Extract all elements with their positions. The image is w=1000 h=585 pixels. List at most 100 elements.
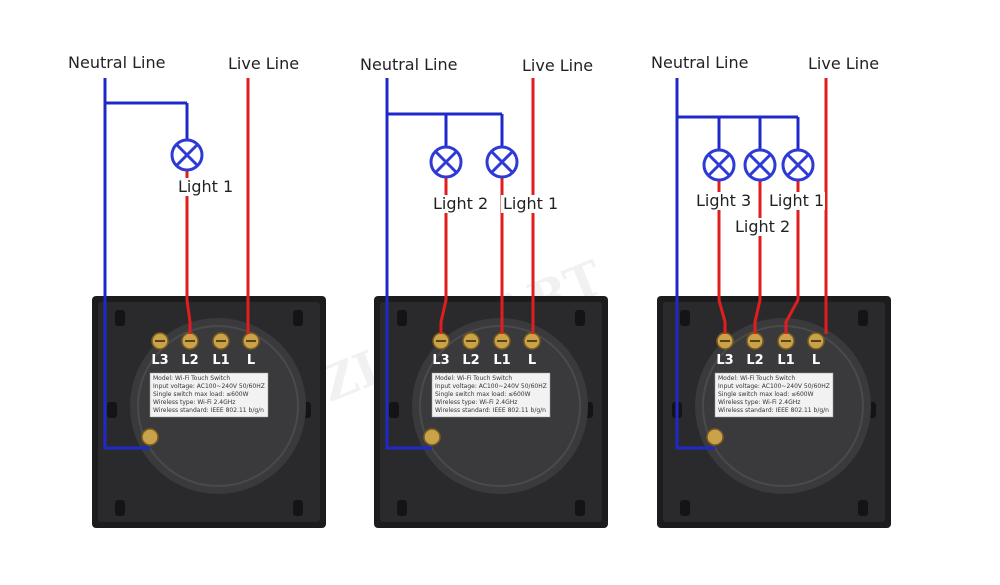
neutral-terminal-screw	[706, 428, 724, 446]
lamp-cross-b	[707, 153, 731, 177]
spec-line: Model: Wi-Fi Touch Switch	[435, 375, 512, 382]
spec-line: Wireless type: Wi-Fi 2.4GHz	[718, 399, 800, 406]
light-label-bg	[733, 218, 791, 236]
mount-slot	[293, 310, 303, 326]
live-line-label: Live Line	[808, 54, 879, 73]
terminal-label: L2	[746, 353, 763, 368]
terminal-label: L3	[151, 353, 168, 368]
neutral-wire	[675, 78, 715, 450]
spec-line: Wireless standard: IEEE 802.11 b/g/n	[153, 407, 264, 414]
spec-line: Input voltage: AC100~240V 50/60HZ	[435, 383, 547, 390]
lamp-icon	[743, 148, 777, 182]
mount-slot	[293, 500, 303, 516]
neutral-terminal-screw	[141, 428, 159, 446]
lamp-icon	[170, 138, 204, 172]
light-label: Light 1	[769, 191, 824, 210]
mount-slot	[397, 500, 407, 516]
mount-slot	[115, 500, 125, 516]
light-label-bg	[176, 178, 234, 196]
spec-line: Model: Wi-Fi Touch Switch	[153, 375, 230, 382]
lamp-cross-b	[175, 143, 199, 167]
load-wire	[753, 180, 762, 334]
mount-slot	[397, 310, 407, 326]
neutral-line-label: Neutral Line	[68, 53, 165, 72]
neutral-line-label: Neutral Line	[651, 53, 748, 72]
light-label: Light 2	[433, 194, 488, 213]
terminal-label: L2	[462, 353, 479, 368]
lamp-icon	[429, 145, 463, 179]
wiring	[103, 78, 250, 450]
spec-line: Single switch max load: ≤600W	[718, 391, 814, 398]
load-wire	[784, 180, 800, 334]
live-line-label: Live Line	[522, 56, 593, 75]
neutral-wire	[385, 78, 432, 450]
mount-slot	[389, 402, 399, 418]
terminal-label: L3	[716, 353, 733, 368]
light-label-bg	[767, 192, 825, 210]
lamp-cross-b	[786, 153, 810, 177]
terminal-label: L	[812, 353, 820, 368]
spec-line: Wireless standard: IEEE 802.11 b/g/n	[435, 407, 546, 414]
terminal-label: L1	[212, 353, 229, 368]
module-ring	[702, 325, 864, 487]
mount-slot	[680, 500, 690, 516]
light-label: Light 1	[503, 194, 558, 213]
mount-slot	[858, 500, 868, 516]
neutral-wire	[103, 78, 150, 450]
spec-line: Input voltage: AC100~240V 50/60HZ	[718, 383, 830, 390]
mount-slot	[115, 310, 125, 326]
live-line-label: Live Line	[228, 54, 299, 73]
mount-slot	[107, 402, 117, 418]
lamp-cross-b	[748, 153, 772, 177]
spec-label-bg	[714, 372, 834, 418]
light-label: Light 1	[178, 177, 233, 196]
terminal-label: L	[528, 353, 536, 368]
lamp-icon	[702, 148, 736, 182]
spec-line: Wireless type: Wi-Fi 2.4GHz	[435, 399, 517, 406]
load-wire	[185, 170, 192, 334]
spec-line: Single switch max load: ≤600W	[153, 391, 249, 398]
terminal-label: L	[247, 353, 255, 368]
mount-slot	[858, 310, 868, 326]
light-label: Light 3	[696, 191, 751, 210]
spec-line: Single switch max load: ≤600W	[435, 391, 531, 398]
terminal-label: L3	[432, 353, 449, 368]
light-label: Light 2	[735, 217, 790, 236]
neutral-terminal-screw	[423, 428, 441, 446]
wiring	[675, 78, 828, 450]
spec-line: Model: Wi-Fi Touch Switch	[718, 375, 795, 382]
spec-line: Wireless standard: IEEE 802.11 b/g/n	[718, 407, 829, 414]
lamp-cross-b	[490, 150, 514, 174]
module-ring	[419, 325, 581, 487]
load-wire	[717, 180, 727, 334]
light-label-bg	[501, 195, 559, 213]
mount-slot	[575, 500, 585, 516]
spec-line: Wireless type: Wi-Fi 2.4GHz	[153, 399, 235, 406]
lamp-cross-b	[434, 150, 458, 174]
spec-label-bg	[149, 372, 269, 418]
light-label-bg	[694, 192, 752, 210]
load-wire	[439, 177, 448, 334]
light-label-bg	[431, 195, 489, 213]
mount-slot	[680, 310, 690, 326]
spec-line: Input voltage: AC100~240V 50/60HZ	[153, 383, 265, 390]
wiring	[385, 78, 535, 450]
terminal-label: L1	[777, 353, 794, 368]
lamp-icon	[781, 148, 815, 182]
terminal-label: L2	[181, 353, 198, 368]
lamp-icon	[485, 145, 519, 179]
mount-slot	[575, 310, 585, 326]
neutral-line-label: Neutral Line	[360, 55, 457, 74]
module-ring	[137, 325, 299, 487]
terminal-label: L1	[493, 353, 510, 368]
